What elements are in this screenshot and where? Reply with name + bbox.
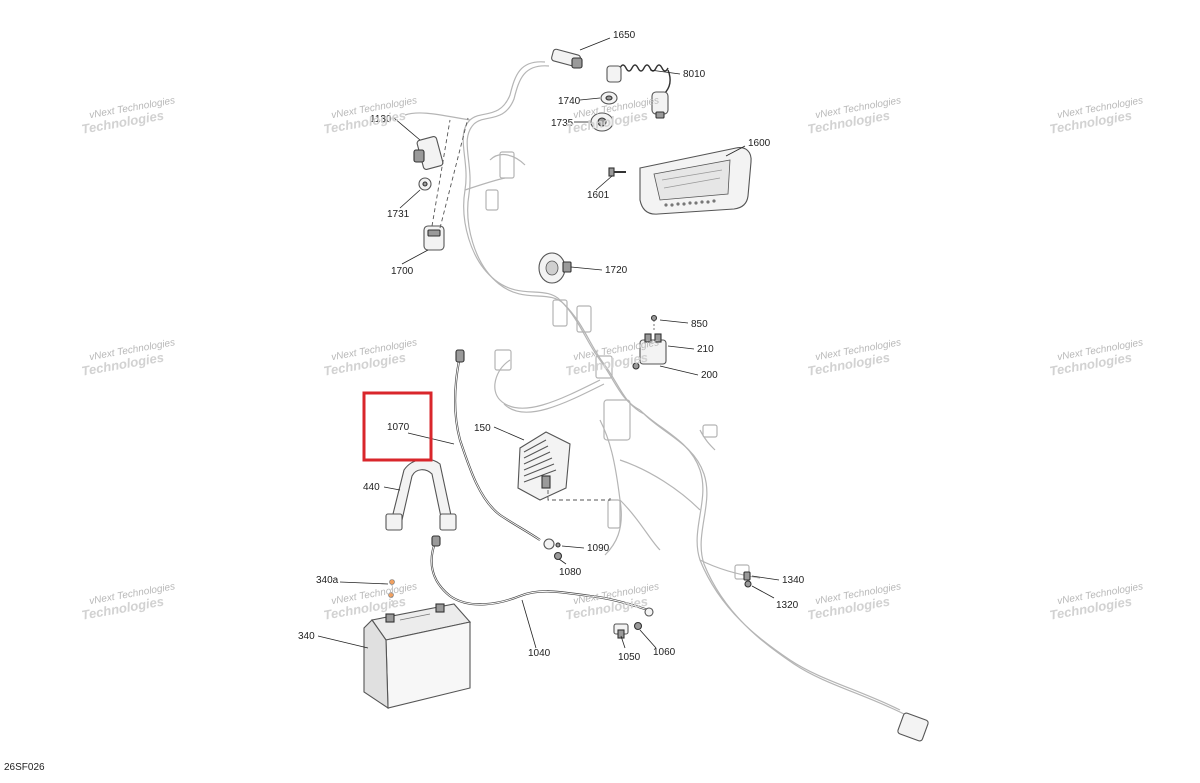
part-850-screw (650, 314, 658, 330)
callout-1050: 1050 (618, 652, 641, 663)
callout-1340: 1340 (782, 575, 805, 586)
part-1320-tie (744, 580, 752, 588)
callout-1601: 1601 (587, 190, 610, 201)
part-1731-clip (418, 177, 432, 191)
figure-id: 26SF026 (4, 762, 45, 773)
part-1130-connector (413, 136, 444, 170)
part-340-battery (363, 603, 472, 710)
part-1735-sensor (590, 112, 614, 132)
callout-8010: 8010 (683, 69, 706, 80)
callout-1060: 1060 (653, 647, 676, 658)
part-150-voltage-regulator (517, 431, 611, 501)
part-1700-connector (423, 117, 469, 251)
highlight-box-1070 (362, 391, 433, 462)
callout-1080: 1080 (559, 567, 582, 578)
callout-1130: 1130 (370, 114, 392, 125)
part-8010-coiled-cable (606, 64, 671, 119)
part-1720-grommet (538, 252, 572, 284)
watermark: vNext Technologies Technologies (1048, 581, 1144, 622)
callout-1735: 1735 (551, 118, 574, 129)
callout-1740: 1740 (558, 96, 581, 107)
main-wiring-harness (404, 61, 905, 715)
callout-210: 210 (697, 344, 714, 355)
watermark: vNext Technologies Technologies (806, 581, 902, 622)
callout-1650: 1650 (613, 30, 636, 41)
callout-1731: 1731 (387, 209, 410, 220)
callout-850: 850 (691, 319, 708, 330)
callout-1070: 1070 (387, 422, 410, 433)
watermark: vNext Technologies Technologies (806, 337, 902, 378)
callout-1040: 1040 (528, 648, 551, 659)
part-1601-screw (608, 167, 626, 177)
watermark: vNext Technologies Technologies (1048, 95, 1144, 136)
part-200-relay (632, 333, 667, 370)
part-1650-connector (551, 48, 583, 69)
leader-lines (317, 37, 780, 649)
part-1090-screw (555, 542, 561, 548)
part-440-battery-strap (385, 458, 457, 531)
callout-1320: 1320 (776, 600, 799, 611)
watermark: vNext Technologies Technologies (564, 581, 660, 622)
callout-1090: 1090 (587, 543, 610, 554)
part-1740-grommet (600, 91, 618, 105)
callout-340: 340 (298, 631, 315, 642)
part-1070-battery-cable (454, 349, 555, 550)
part-1060-nut (633, 621, 643, 631)
part-340a-screws (388, 579, 395, 606)
part-1600-gauge-display (639, 147, 752, 215)
watermark: vNext Technologies Technologies (806, 95, 902, 136)
watermark: vNext Technologies Technologies (322, 95, 418, 136)
callout-340a: 340a (316, 575, 339, 586)
callout-labels: 1650 8010 1740 1735 1130 1731 1700 1600 … (298, 30, 805, 663)
watermark: vNext Technologies Technologies (80, 581, 176, 622)
part-1040-battery-cable (430, 535, 654, 617)
callout-1700: 1700 (391, 266, 414, 277)
callout-440: 440 (363, 482, 380, 493)
callout-200: 200 (701, 370, 718, 381)
callout-1720: 1720 (605, 265, 628, 276)
callout-1600: 1600 (748, 138, 771, 149)
callout-150: 150 (474, 423, 491, 434)
part-1080-nut (553, 551, 563, 561)
watermark: vNext Technologies Technologies (80, 337, 176, 378)
part-1050-bolt (613, 623, 629, 639)
harness-end-connector (897, 712, 929, 742)
watermark: vNext Technologies Technologies (322, 337, 418, 378)
part-1340-clip (743, 571, 751, 581)
watermark: vNext Technologies Technologies (1048, 337, 1144, 378)
watermark: vNext Technologies Technologies (80, 95, 176, 136)
